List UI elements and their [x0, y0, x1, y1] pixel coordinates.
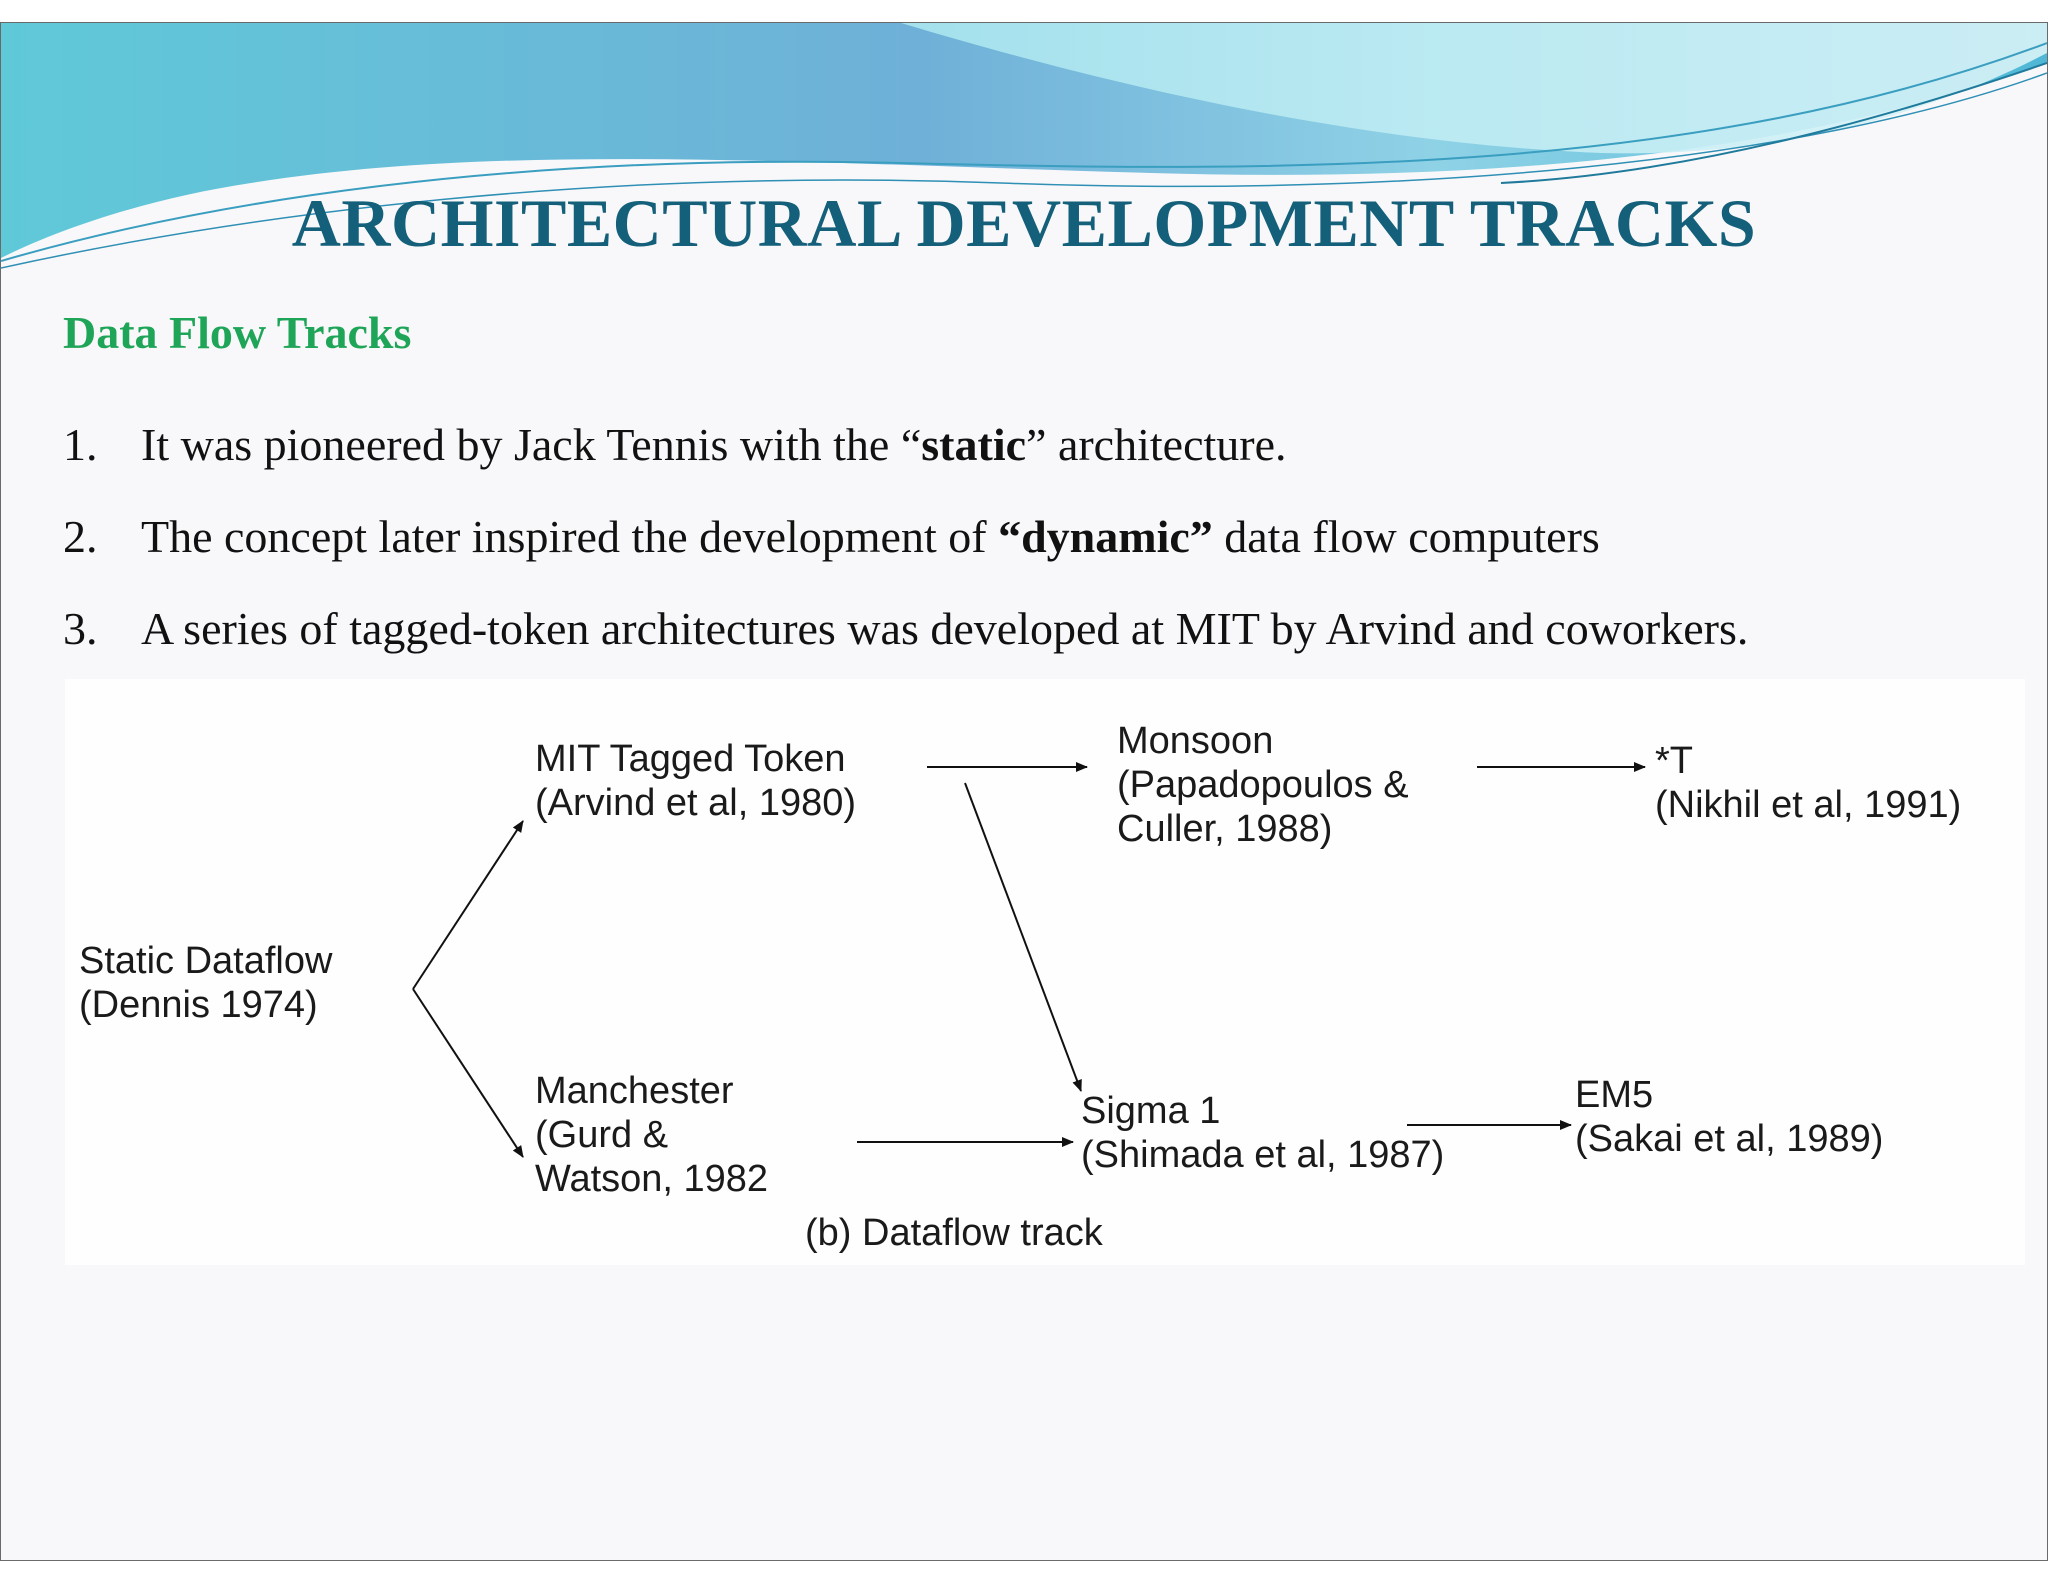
list-text: A series of tagged-token architectures w… [141, 603, 1749, 654]
node-em5: EM5 (Sakai et al, 1989) [1575, 1073, 1883, 1161]
wave-banner [1, 23, 2047, 269]
list-text: It was pioneered by Jack Tennis with the… [141, 419, 922, 470]
diagram-caption: (b) Dataflow track [805, 1212, 1103, 1254]
node-manchester: Manchester (Gurd & Watson, 1982 [535, 1069, 768, 1201]
node-label: (Shimada et al, 1987) [1081, 1134, 1445, 1176]
list-text-bold: “dynamic” [998, 511, 1213, 562]
node-label: EM5 [1575, 1074, 1654, 1116]
list-item: 3. A series of tagged-token architectures… [63, 601, 1748, 657]
list-item: 2. The concept later inspired the develop… [63, 509, 1600, 565]
node-label: Culler, 1988) [1117, 808, 1333, 850]
node-label: Sigma 1 [1081, 1090, 1221, 1132]
node-label: *T [1655, 740, 1693, 782]
node-label: MIT Tagged Token [535, 738, 846, 780]
list-number: 1. [63, 419, 98, 470]
list-text: ” architecture. [1026, 419, 1287, 470]
node-label: (Gurd & [535, 1114, 669, 1156]
arrow-static-to-manchester [412, 988, 524, 1158]
list-number: 2. [63, 511, 98, 562]
node-label: Manchester [535, 1070, 734, 1112]
diagram-arrows [412, 762, 1646, 1158]
list-text: The concept later inspired the developme… [141, 511, 999, 562]
node-sigma-1: Sigma 1 (Shimada et al, 1987) [1081, 1089, 1444, 1177]
node-label: (Papadopoulos & [1117, 764, 1409, 806]
node-label: (Nikhil et al, 1991) [1655, 784, 1962, 826]
arrow-mit-to-sigma [964, 782, 1082, 1092]
slide-title: ARCHITECTURAL DEVELOPMENT TRACKS [291, 185, 1757, 261]
node-label: Watson, 1982 [535, 1158, 769, 1200]
list-number: 3. [63, 603, 98, 654]
node-label: (Dennis 1974) [79, 984, 318, 1026]
node-star-t: *T (Nikhil et al, 1991) [1655, 739, 1961, 827]
list-item: 1. It was pioneered by Jack Tennis with t… [63, 417, 1287, 473]
dataflow-diagram: Static Dataflow (Dennis 1974) MIT Tagged… [65, 679, 2025, 1265]
node-label: Static Dataflow [79, 940, 333, 982]
node-monsoon: Monsoon (Papadopoulos & Culler, 1988) [1117, 719, 1409, 851]
node-label: Monsoon [1117, 720, 1274, 762]
node-mit-tagged-token: MIT Tagged Token (Arvind et al, 1980) [535, 737, 856, 825]
slide: ARCHITECTURAL DEVELOPMENT TRACKS Data Fl… [0, 22, 2048, 1561]
node-label: (Sakai et al, 1989) [1575, 1118, 1884, 1160]
list-text: data flow computers [1212, 511, 1600, 562]
list-text-bold: static [921, 419, 1027, 470]
section-subtitle: Data Flow Tracks [63, 307, 412, 358]
node-static-dataflow: Static Dataflow (Dennis 1974) [79, 939, 332, 1027]
arrow-static-to-mit [412, 820, 524, 990]
node-label: (Arvind et al, 1980) [535, 782, 857, 824]
